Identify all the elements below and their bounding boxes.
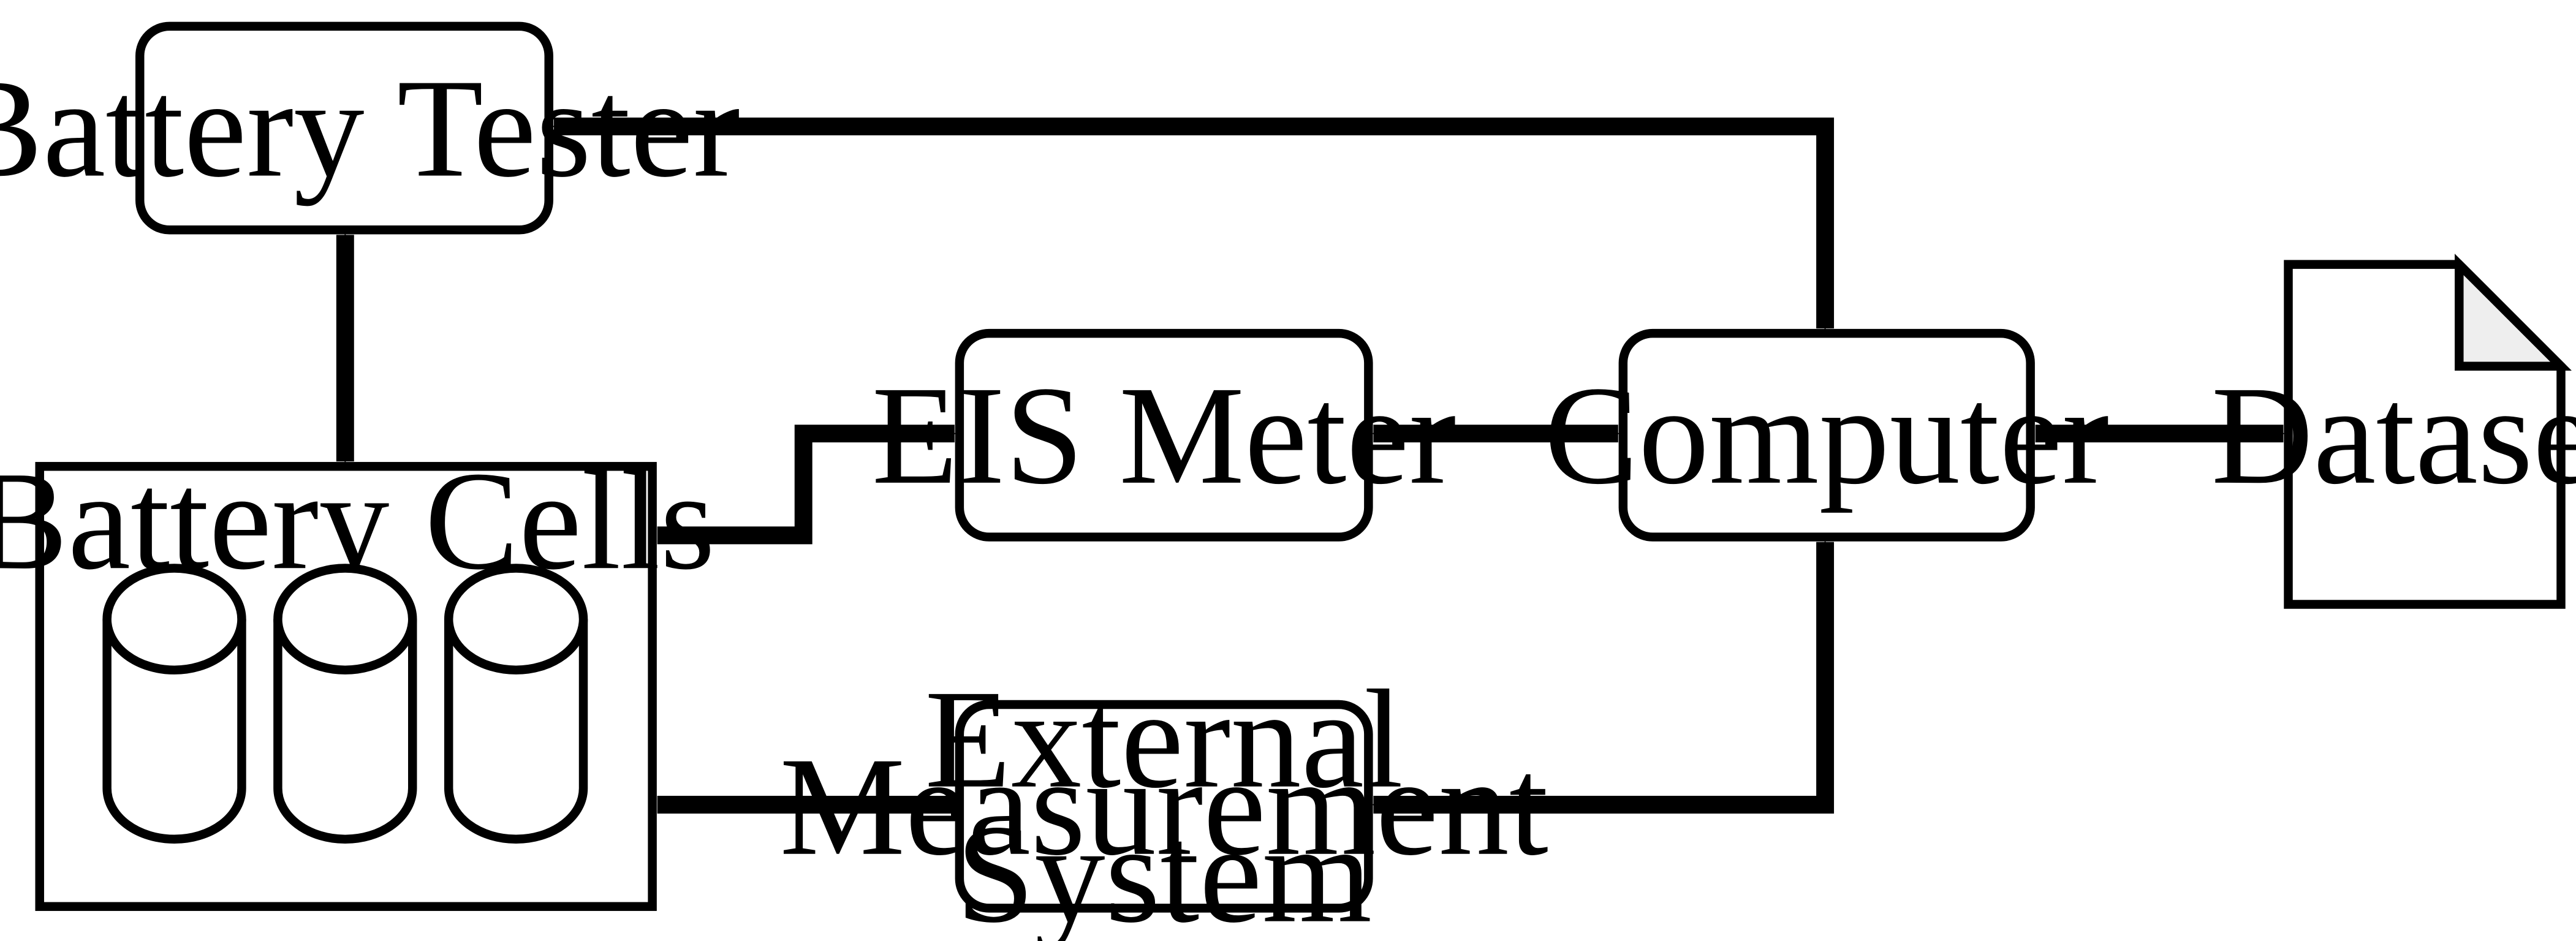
dataset-node: Dataset [2211,254,2576,609]
cylinder-icon [444,564,588,844]
external-measurement-label-line-1: External [925,661,1403,817]
edge-tester-computer [552,117,1835,330]
eis-meter-node: EIS Meter [872,328,1457,542]
external-measurement-label-line-3: System [956,796,1372,941]
computer-node: Computer [1544,328,2109,542]
computer-label: Computer [1544,357,2109,513]
cylinder-icon [273,564,417,844]
edge-cells-eis [657,425,957,545]
document-icon [2455,254,2572,371]
battery-cells-node: Battery Cells [0,442,715,911]
eis-meter-label: EIS Meter [872,357,1457,513]
edge-external-computer [1372,540,1835,814]
cylinder-icon [102,564,246,844]
